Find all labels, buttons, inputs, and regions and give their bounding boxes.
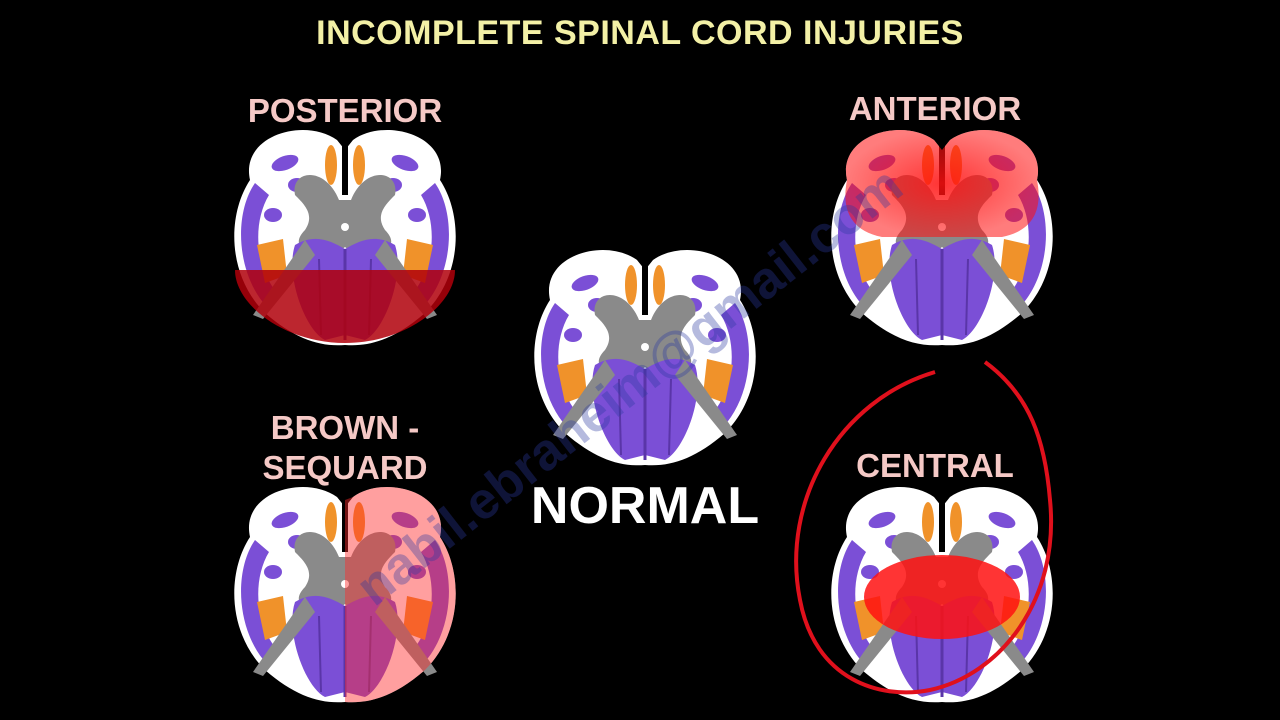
injury-region-posterior [235,270,455,343]
cord-anterior [829,128,1055,347]
label-brown-line1: BROWN - [270,409,420,446]
cord-central [829,485,1055,704]
page-title: INCOMPLETE SPINAL CORD INJURIES [316,14,964,52]
label-anterior: ANTERIOR [848,90,1022,127]
cord-posterior [232,128,458,347]
label-brown-line2: SEQUARD [262,449,428,486]
label-brown-sequard: BROWN - SEQUARD [235,408,455,488]
injury-region-anterior [845,129,1039,237]
cord-brown-sequard [232,485,458,704]
label-central: CENTRAL [856,447,1014,484]
label-posterior: POSTERIOR [247,92,443,129]
label-normal: NORMAL [530,477,760,535]
injury-region-brown-sequard [345,486,456,703]
injury-region-central [864,555,1020,639]
